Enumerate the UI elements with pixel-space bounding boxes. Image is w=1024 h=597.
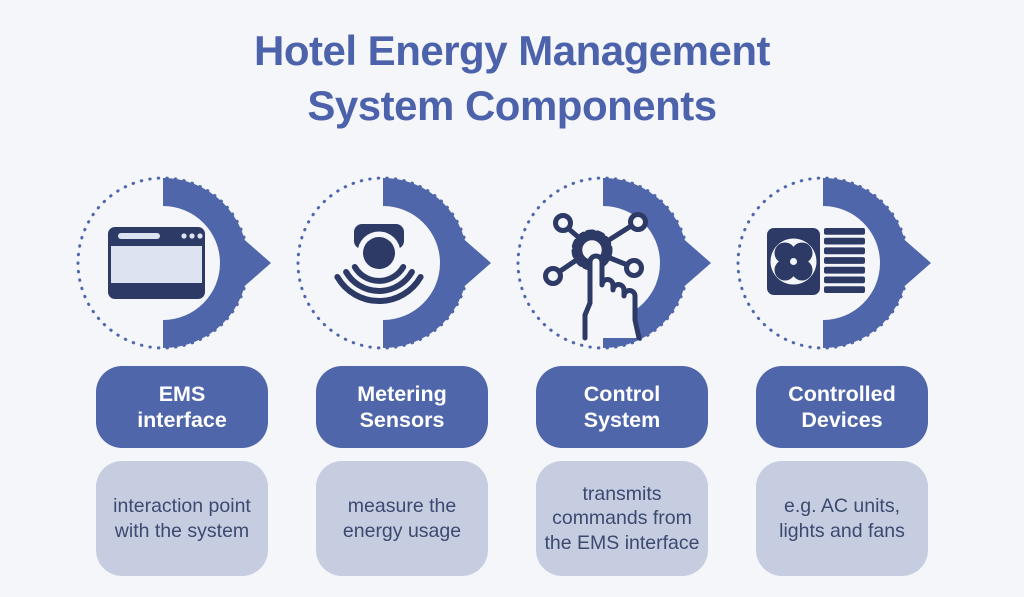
component-metering-sensors: Metering Sensors measure the energy usag…	[292, 170, 512, 576]
component-description: measure the energy usage	[316, 461, 488, 576]
component-label: Controlled Devices	[756, 366, 928, 448]
page-title: Hotel Energy Management System Component…	[254, 27, 770, 129]
components-row: EMS interface interaction point with the…	[0, 170, 1024, 576]
motion-sensor-icon	[296, 176, 493, 350]
component-description: transmits commands from the EMS interfac…	[536, 461, 708, 576]
component-label: Control System	[536, 366, 708, 448]
motion-sensor-glyph	[334, 224, 424, 305]
browser-window-glyph	[108, 227, 205, 299]
component-description: e.g. AC units, lights and fans	[756, 461, 928, 576]
component-label: EMS interface	[96, 366, 268, 448]
component-control-system: Control System transmits commands from t…	[512, 170, 732, 576]
component-description: interaction point with the system	[96, 461, 268, 576]
component-ems-interface: EMS interface interaction point with the…	[72, 170, 292, 576]
touch-gear-network-icon	[516, 176, 713, 350]
ac-unit-fan-glyph	[767, 228, 865, 295]
touch-gear-network-glyph	[543, 212, 648, 341]
component-label: Metering Sensors	[316, 366, 488, 448]
browser-window-icon	[76, 176, 273, 350]
ac-unit-fan-icon	[736, 176, 933, 350]
component-controlled-devices: Controlled Devices e.g. AC units, lights…	[732, 170, 952, 576]
